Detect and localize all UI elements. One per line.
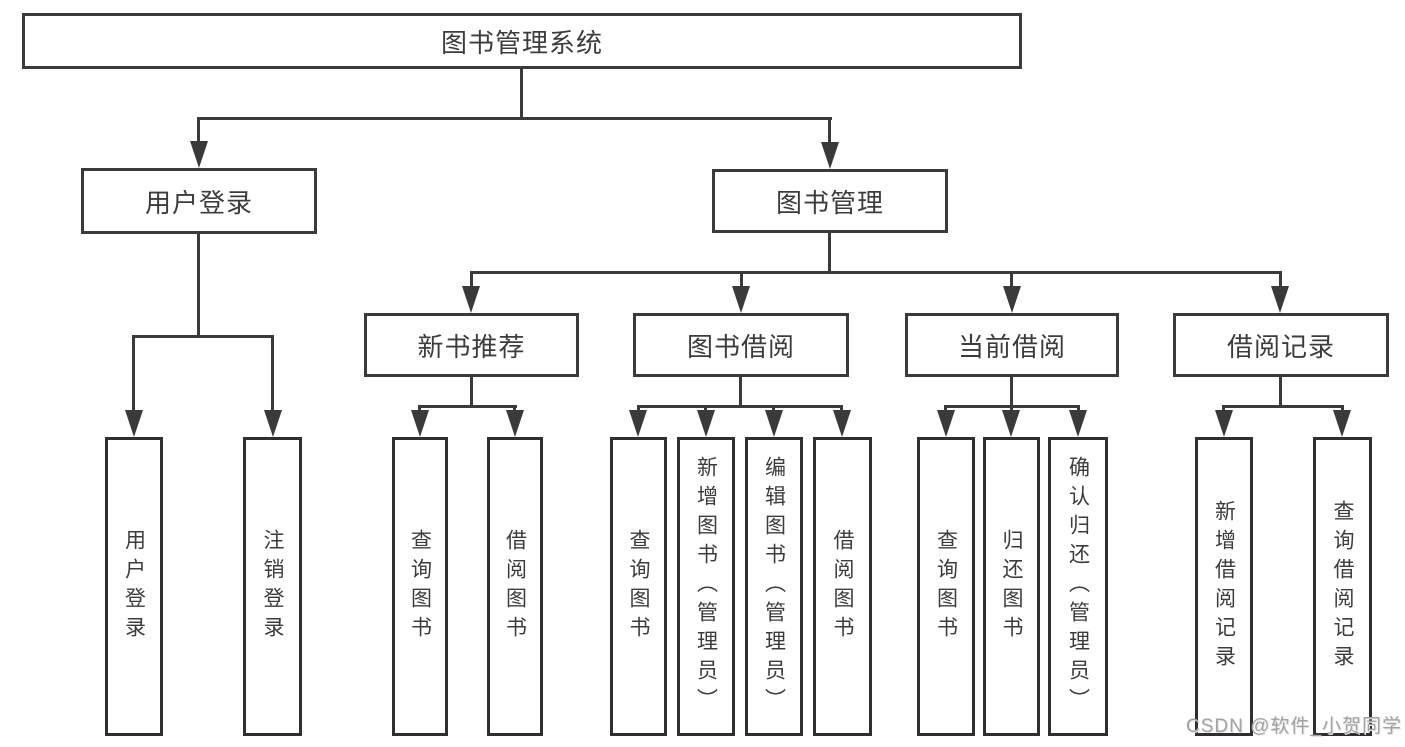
arrow-to-br-query xyxy=(1333,410,1351,437)
leaf-user-login: 用户登录 xyxy=(105,437,163,736)
edge-root-stem xyxy=(520,69,523,118)
leaf-records-query-record: 查询借阅记录 xyxy=(1313,437,1372,736)
leaf-newbook-borrow-books-label: 借阅图书 xyxy=(503,528,527,645)
edge-mgmt-stem xyxy=(828,233,831,274)
edge-bb-leaf3-stem xyxy=(772,405,775,413)
edge-br-hline xyxy=(1222,405,1343,408)
edge-cb-leaf3-stem xyxy=(1077,405,1080,413)
node-current-borrow: 当前借阅 xyxy=(905,313,1119,377)
edge-root-hline xyxy=(197,117,832,120)
node-new-book-rec-label: 新书推荐 xyxy=(417,331,526,362)
arrow-to-book-mgmt xyxy=(821,142,839,169)
leaf-current-confirm-return-label: 确认归还（管理员） xyxy=(1066,456,1090,717)
csdn-watermark: CSDN @软件_小贺同学 xyxy=(1186,716,1402,737)
node-user-login-label: 用户登录 xyxy=(144,187,253,218)
edge-mgmt-hline xyxy=(470,271,1282,274)
leaf-current-return-books-label: 归还图书 xyxy=(1000,528,1024,645)
leaf-current-query-books-label: 查询图书 xyxy=(934,528,958,645)
edge-bb-leaf2-stem xyxy=(704,405,707,413)
arrow-to-bb-edit xyxy=(765,410,783,437)
edge-nb-stem xyxy=(470,377,473,408)
leaf-current-query-books: 查询图书 xyxy=(917,437,975,736)
node-root: 图书管理系统 xyxy=(22,13,1022,69)
edge-login-hline xyxy=(132,335,274,338)
arrow-to-nb-query xyxy=(411,410,429,437)
node-book-mgmt-label: 图书管理 xyxy=(775,187,884,218)
arrow-to-cb-confirm xyxy=(1069,410,1087,437)
edge-br-stem xyxy=(1279,377,1282,408)
edge-cb-leaf1-stem xyxy=(944,405,947,413)
edge-bb-leaf1-stem xyxy=(637,405,640,413)
edge-nb-leaf1-stem xyxy=(418,405,421,413)
leaf-borrow-borrow-books-label: 借阅图书 xyxy=(831,528,855,645)
arrow-to-current-borrow xyxy=(1003,286,1021,313)
arrow-to-leaf-user-login xyxy=(125,410,143,437)
arrow-to-cb-return xyxy=(1002,410,1020,437)
leaf-newbook-borrow-books: 借阅图书 xyxy=(487,437,543,736)
edge-bb-stem xyxy=(739,377,742,408)
arrow-to-cb-query xyxy=(937,410,955,437)
node-book-borrow: 图书借阅 xyxy=(633,313,849,377)
leaf-records-add-record-label: 新增借阅记录 xyxy=(1212,499,1236,674)
arrow-to-user-login xyxy=(190,141,208,168)
leaf-borrow-add-books: 新增图书（管理员） xyxy=(677,437,735,736)
edge-root-to-mgmt-stem xyxy=(828,117,831,145)
edge-root-to-login-stem xyxy=(197,117,200,144)
arrow-to-bb-add xyxy=(697,410,715,437)
leaf-borrow-edit-books-label: 编辑图书（管理员） xyxy=(762,456,786,717)
arrow-to-book-borrow xyxy=(732,286,750,313)
edge-nb-leaf2-stem xyxy=(513,405,516,413)
arrow-to-br-add xyxy=(1215,410,1233,437)
edge-mgmt-nb-stem xyxy=(470,271,473,288)
edge-mgmt-cb-stem xyxy=(1010,271,1013,288)
node-user-login: 用户登录 xyxy=(81,168,317,234)
leaf-borrow-add-books-label: 新增图书（管理员） xyxy=(694,456,718,717)
node-borrow-records: 借阅记录 xyxy=(1173,313,1389,377)
edge-login-leaf1-stem xyxy=(132,335,135,412)
edge-bb-leaf4-stem xyxy=(840,405,843,413)
edge-login-leaf2-stem xyxy=(271,335,274,412)
edge-login-stem xyxy=(197,234,200,338)
node-current-borrow-label: 当前借阅 xyxy=(957,331,1066,362)
edge-mgmt-br-stem xyxy=(1279,271,1282,288)
edge-nb-hline xyxy=(418,405,517,408)
arrow-to-borrow-records xyxy=(1271,286,1289,313)
leaf-borrow-edit-books: 编辑图书（管理员） xyxy=(745,437,803,736)
edge-cb-stem xyxy=(1010,377,1013,408)
node-root-label: 图书管理系统 xyxy=(440,27,603,58)
edge-br-leaf1-stem xyxy=(1222,405,1225,413)
arrow-to-new-book-rec xyxy=(462,286,480,313)
node-book-mgmt: 图书管理 xyxy=(712,169,948,233)
leaf-newbook-query-books-label: 查询图书 xyxy=(408,528,432,645)
edge-bb-hline xyxy=(637,405,843,408)
node-book-borrow-label: 图书借阅 xyxy=(686,331,795,362)
leaf-current-return-books: 归还图书 xyxy=(983,437,1040,736)
arrow-to-leaf-logout xyxy=(264,410,282,437)
arrow-to-bb-borrow xyxy=(833,410,851,437)
leaf-newbook-query-books: 查询图书 xyxy=(392,437,448,736)
leaf-logout: 注销登录 xyxy=(243,437,302,736)
leaf-records-query-record-label: 查询借阅记录 xyxy=(1331,499,1355,674)
arrow-to-bb-query xyxy=(629,410,647,437)
edge-cb-leaf2-stem xyxy=(1010,405,1013,413)
leaf-records-add-record: 新增借阅记录 xyxy=(1195,437,1253,736)
leaf-borrow-query-books-label: 查询图书 xyxy=(627,528,651,645)
leaf-borrow-query-books: 查询图书 xyxy=(610,437,667,736)
leaf-current-confirm-return: 确认归还（管理员） xyxy=(1048,437,1108,736)
arrow-to-nb-borrow xyxy=(506,410,524,437)
edge-br-leaf2-stem xyxy=(1341,405,1344,413)
leaf-logout-label: 注销登录 xyxy=(261,528,285,645)
node-borrow-records-label: 借阅记录 xyxy=(1226,331,1335,362)
node-new-book-rec: 新书推荐 xyxy=(364,313,579,377)
leaf-user-login-label: 用户登录 xyxy=(122,528,146,645)
edge-mgmt-bb-stem xyxy=(740,271,743,288)
leaf-borrow-borrow-books: 借阅图书 xyxy=(813,437,872,736)
